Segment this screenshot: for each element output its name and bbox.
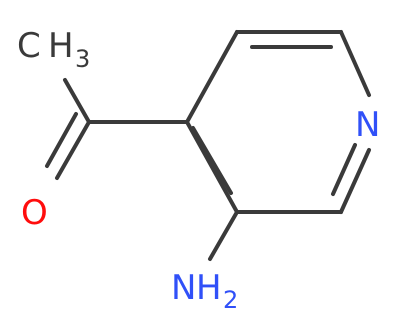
bond-c3-c4 xyxy=(185,120,239,214)
amino-hydrogen-count: 2 xyxy=(223,286,238,314)
pyridine-ring xyxy=(185,30,371,214)
bond-c4-c5 xyxy=(185,30,239,124)
amino-nitrogen-label: N xyxy=(171,268,196,308)
bond-c3-amino xyxy=(208,210,239,261)
bond-n1-c2 xyxy=(339,148,371,214)
methyl-carbon-label: C xyxy=(17,26,41,66)
oxygen-label: O xyxy=(21,193,48,233)
bond-carbonyl-methyl xyxy=(63,78,91,124)
bond-carbonyl-oxygen-b xyxy=(45,112,78,168)
ring-nitrogen-label: N xyxy=(355,105,380,145)
acetyl-group xyxy=(45,78,189,180)
bond-c6-n1 xyxy=(339,30,371,97)
bond-n1-c2-inner xyxy=(331,143,357,196)
bond-carbonyl-oxygen-a xyxy=(55,120,91,180)
methyl-hydrogen-label: H xyxy=(48,26,74,66)
methyl-hydrogen-count: 3 xyxy=(75,45,90,73)
amino-hydrogen-label: H xyxy=(196,268,222,308)
bond-c3-c4-inner xyxy=(191,126,233,195)
